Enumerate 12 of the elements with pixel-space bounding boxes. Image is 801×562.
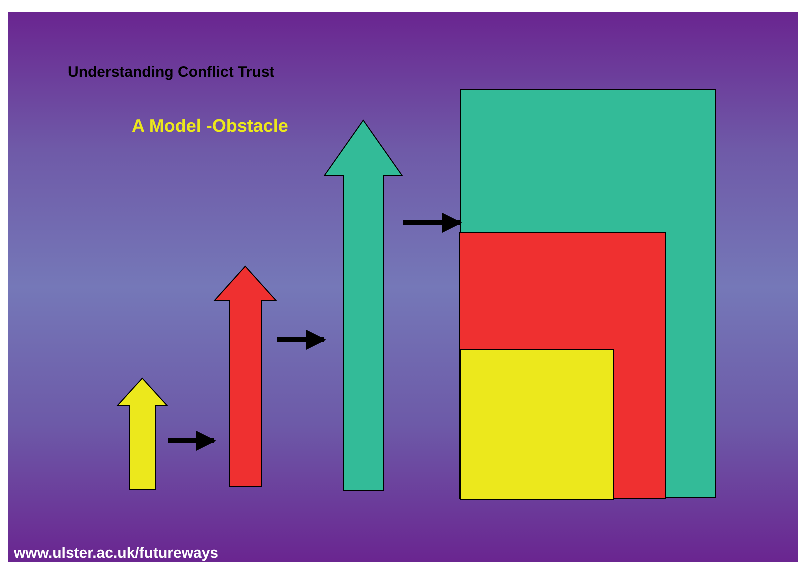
square-block <box>460 89 716 498</box>
square-block <box>460 349 614 500</box>
subtitle: A Model -Obstacle <box>132 116 288 137</box>
up-arrow <box>117 378 168 490</box>
square-block <box>459 232 666 499</box>
arrow <box>277 330 326 350</box>
arrow <box>403 213 462 233</box>
arrow <box>168 431 216 451</box>
up-arrow <box>214 266 277 487</box>
up-arrow <box>324 120 403 491</box>
slide-title: Understanding Conflict Trust <box>68 64 275 81</box>
web-address: www.ulster.ac.uk/futureways <box>14 545 219 562</box>
